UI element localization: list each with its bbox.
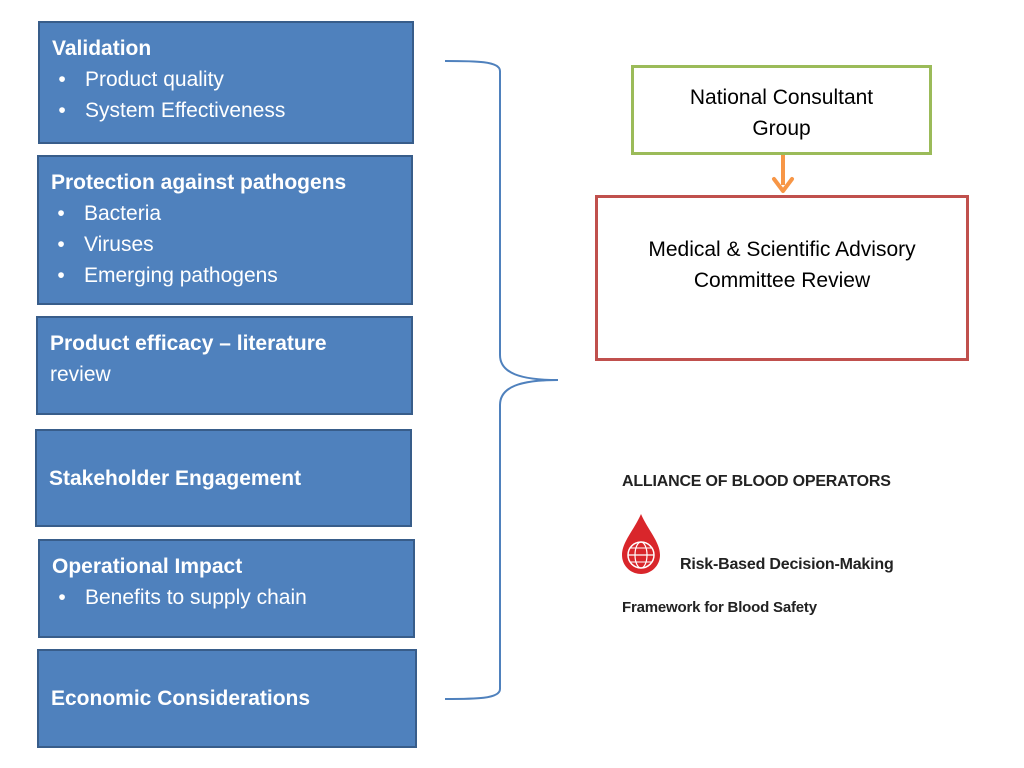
bullet-text: Emerging pathogens [84,264,278,287]
bullet-item: • Emerging pathogens [51,260,399,291]
protection-bullet-list: • Bacteria • Viruses • Emerging pathogens [51,198,399,291]
efficacy-title-continued: review [50,363,111,386]
bullet-item: • Benefits to supply chain [52,582,401,613]
stakeholder-title: Stakeholder Engagement [49,466,302,490]
efficacy-title: Product efficacy – literature [50,332,327,355]
stakeholder-box: Stakeholder Engagement [35,429,412,527]
logo-organization-name: ALLIANCE OF BLOOD OPERATORS [622,473,891,490]
operational-box: Operational Impact • Benefits to supply c… [38,539,415,638]
validation-box: Validation • Product quality • System Effe… [38,21,414,144]
bullet-icon: • [57,233,65,256]
protection-box: Protection against pathogens • Bacteria •… [37,155,413,305]
bullet-item: • Product quality [52,64,400,95]
advisory-committee-review-box: Medical & Scientific Advisory Committee … [595,195,969,361]
bullet-icon: • [57,202,65,225]
bullet-icon: • [57,264,65,287]
down-arrow-icon [772,155,794,193]
bullet-text: System Effectiveness [85,99,286,122]
efficacy-box: Product efficacy – literature review [36,316,413,415]
operational-bullet-list: • Benefits to supply chain [52,582,401,613]
blood-drop-globe-icon [622,514,660,574]
bullet-text: Bacteria [84,202,162,225]
protection-title: Protection against pathogens [51,171,347,194]
bullet-text: Benefits to supply chain [85,586,307,609]
committee-line-2: Committee Review [693,269,871,292]
validation-bullet-list: • Product quality • System Effectiveness [52,64,400,126]
economic-title: Economic Considerations [51,687,311,710]
bullet-item: • System Effectiveness [52,95,400,126]
bullet-item: • Viruses [51,229,399,260]
bullet-text: Product quality [85,68,224,91]
consultant-line-2: Group [752,117,811,140]
bullet-icon: • [58,68,66,91]
logo-line-1: Risk-Based Decision-Making [680,556,894,573]
logo-line-2: Framework for Blood Safety [622,599,817,616]
bullet-item: • Bacteria [51,198,399,229]
bullet-text: Viruses [84,233,154,256]
validation-title: Validation [52,37,152,60]
economic-box: Economic Considerations [37,649,417,748]
curly-brace-connector [444,60,559,700]
committee-line-1: Medical & Scientific Advisory [648,238,916,261]
bullet-icon: • [58,586,66,609]
abo-logo: ALLIANCE OF BLOOD OPERATORS Risk-Based D… [610,468,930,628]
bullet-icon: • [58,99,66,122]
national-consultant-group-box: National Consultant Group [631,65,932,155]
operational-title: Operational Impact [52,555,243,578]
consultant-line-1: National Consultant [689,86,874,109]
